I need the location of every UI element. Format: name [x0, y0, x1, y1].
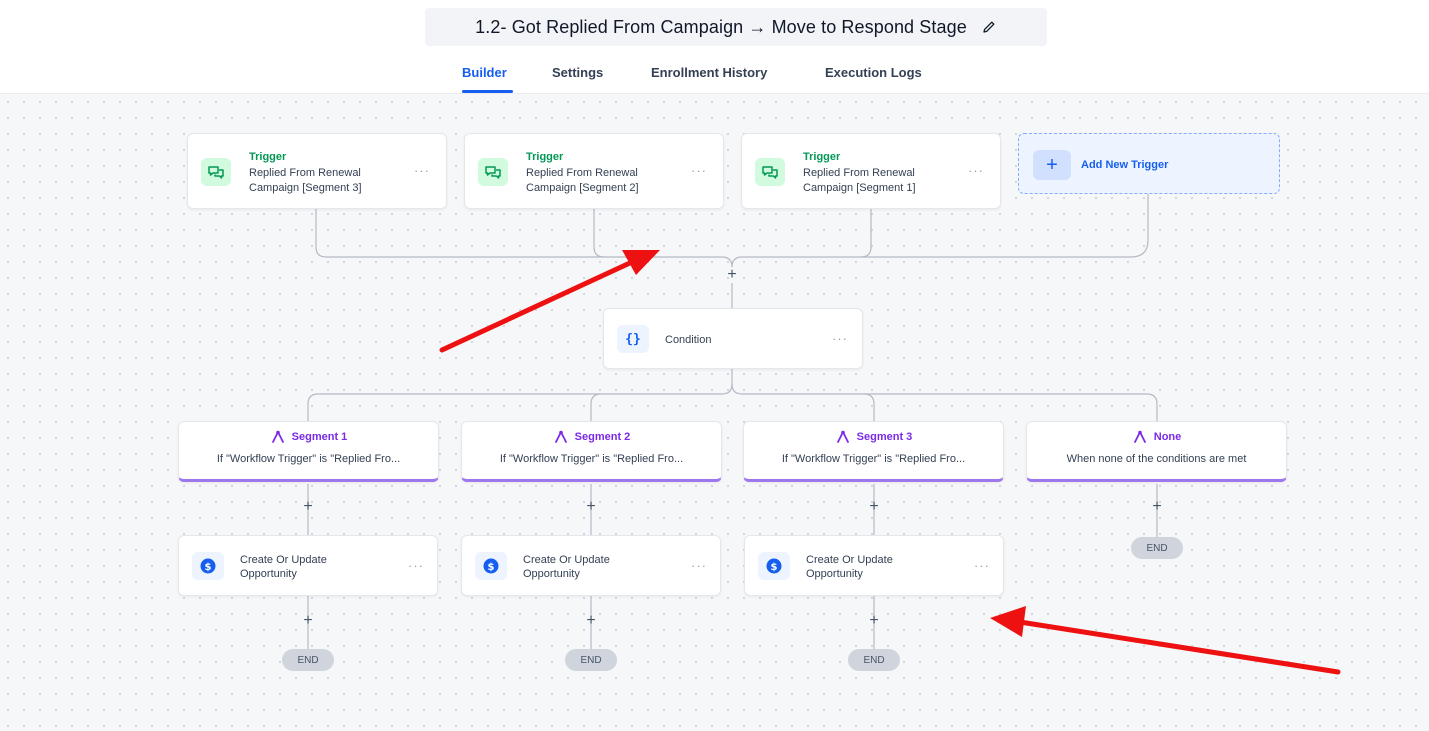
segment-description: If "Workflow Trigger" is "Replied Fro... — [499, 453, 684, 465]
svg-text:$: $ — [488, 562, 495, 573]
trigger-name-line2: Campaign [Segment 3] — [249, 182, 362, 194]
segment-header: Segment 2 — [462, 430, 721, 444]
end-marker: END — [282, 649, 334, 671]
trigger-card-segment-2[interactable]: Trigger Replied From Renewal Campaign [S… — [464, 133, 724, 209]
dollar-icon: $ — [475, 552, 507, 580]
add-step-plus-icon[interactable]: + — [586, 498, 596, 515]
segment-card-3[interactable]: Segment 3 If "Workflow Trigger" is "Repl… — [743, 421, 1004, 482]
end-marker: END — [1131, 537, 1183, 559]
action-label-line2: Opportunity — [806, 568, 863, 580]
trigger-card-segment-1[interactable]: Trigger Replied From Renewal Campaign [S… — [741, 133, 1001, 209]
trigger-heading: Trigger — [803, 151, 841, 163]
action-card-create-update-opportunity[interactable]: $ Create Or Update Opportunity ··· — [178, 535, 438, 596]
plus-icon: + — [1033, 150, 1071, 180]
branch-icon — [1133, 430, 1146, 443]
end-marker: END — [848, 649, 900, 671]
trigger-name-line2: Campaign [Segment 1] — [803, 182, 916, 194]
segment-header: None — [1027, 430, 1286, 444]
add-step-plus-icon[interactable]: + — [586, 612, 596, 629]
svg-text:$: $ — [205, 562, 212, 573]
more-options-icon[interactable]: ··· — [691, 163, 707, 178]
action-label-line1: Create Or Update — [240, 554, 327, 566]
segment-title: Segment 3 — [856, 431, 913, 443]
segment-header: Segment 3 — [744, 430, 1003, 444]
segment-card-none[interactable]: None When none of the conditions are met — [1026, 421, 1287, 482]
tab-execution-logs[interactable]: Execution Logs — [825, 65, 922, 80]
tab-enrollment-history[interactable]: Enrollment History — [651, 65, 768, 80]
more-options-icon[interactable]: ··· — [691, 558, 707, 573]
trigger-name-line2: Campaign [Segment 2] — [526, 182, 639, 194]
segment-description: When none of the conditions are met — [1066, 453, 1247, 465]
add-step-plus-icon[interactable]: + — [869, 612, 879, 629]
trigger-name-line1: Replied From Renewal — [526, 167, 638, 179]
more-options-icon[interactable]: ··· — [832, 331, 848, 346]
workflow-title-box[interactable]: 1.2- Got Replied From Campaign → Move to… — [425, 8, 1047, 46]
branch-icon — [836, 430, 849, 443]
braces-icon: {} — [617, 325, 649, 353]
add-step-plus-icon[interactable]: + — [1152, 498, 1162, 515]
trigger-name-line1: Replied From Renewal — [249, 167, 361, 179]
chat-bubbles-icon — [478, 158, 508, 186]
segment-title: Segment 1 — [291, 431, 348, 443]
action-label-line1: Create Or Update — [806, 554, 893, 566]
segment-card-1[interactable]: Segment 1 If "Workflow Trigger" is "Repl… — [178, 421, 439, 482]
segment-card-2[interactable]: Segment 2 If "Workflow Trigger" is "Repl… — [461, 421, 722, 482]
dollar-icon: $ — [192, 552, 224, 580]
add-new-trigger-button[interactable]: + Add New Trigger — [1018, 133, 1280, 194]
add-step-plus-icon[interactable]: + — [303, 498, 313, 515]
chat-bubbles-icon — [201, 158, 231, 186]
trigger-name-line1: Replied From Renewal — [803, 167, 915, 179]
add-new-trigger-label: Add New Trigger — [1081, 159, 1169, 171]
branch-icon — [554, 430, 567, 443]
svg-text:$: $ — [771, 562, 778, 573]
segment-header: Segment 1 — [179, 430, 438, 444]
more-options-icon[interactable]: ··· — [974, 558, 990, 573]
add-step-plus-icon[interactable]: + — [303, 612, 313, 629]
tab-bar: Builder Settings Enrollment History Exec… — [0, 52, 1429, 94]
end-marker: END — [565, 649, 617, 671]
condition-label: Condition — [665, 334, 712, 346]
chat-bubbles-icon — [755, 158, 785, 186]
action-label-line1: Create Or Update — [523, 554, 610, 566]
segment-description: If "Workflow Trigger" is "Replied Fro... — [216, 453, 401, 465]
action-card-create-update-opportunity[interactable]: $ Create Or Update Opportunity ··· — [461, 535, 721, 596]
top-bar: 1.2- Got Replied From Campaign → Move to… — [0, 0, 1429, 52]
trigger-card-segment-3[interactable]: Trigger Replied From Renewal Campaign [S… — [187, 133, 447, 209]
more-options-icon[interactable]: ··· — [968, 163, 984, 178]
segment-title: None — [1153, 431, 1182, 443]
tab-settings[interactable]: Settings — [552, 65, 604, 80]
action-label-line2: Opportunity — [523, 568, 580, 580]
condition-card[interactable]: {} Condition ··· — [603, 308, 863, 369]
dollar-icon: $ — [758, 552, 790, 580]
tab-builder[interactable]: Builder — [462, 65, 507, 80]
more-options-icon[interactable]: ··· — [408, 558, 424, 573]
workflow-title: 1.2- Got Replied From Campaign → Move to… — [475, 16, 967, 37]
add-step-plus-icon[interactable]: + — [727, 266, 737, 283]
segment-title: Segment 2 — [574, 431, 631, 443]
action-label-line2: Opportunity — [240, 568, 297, 580]
trigger-heading: Trigger — [526, 151, 564, 163]
segment-description: If "Workflow Trigger" is "Replied Fro... — [781, 453, 966, 465]
pencil-icon[interactable] — [981, 19, 997, 35]
active-tab-indicator — [462, 90, 513, 93]
add-step-plus-icon[interactable]: + — [869, 498, 879, 515]
action-card-create-update-opportunity[interactable]: $ Create Or Update Opportunity ··· — [744, 535, 1004, 596]
more-options-icon[interactable]: ··· — [414, 163, 430, 178]
branch-icon — [271, 430, 284, 443]
trigger-heading: Trigger — [249, 151, 287, 163]
